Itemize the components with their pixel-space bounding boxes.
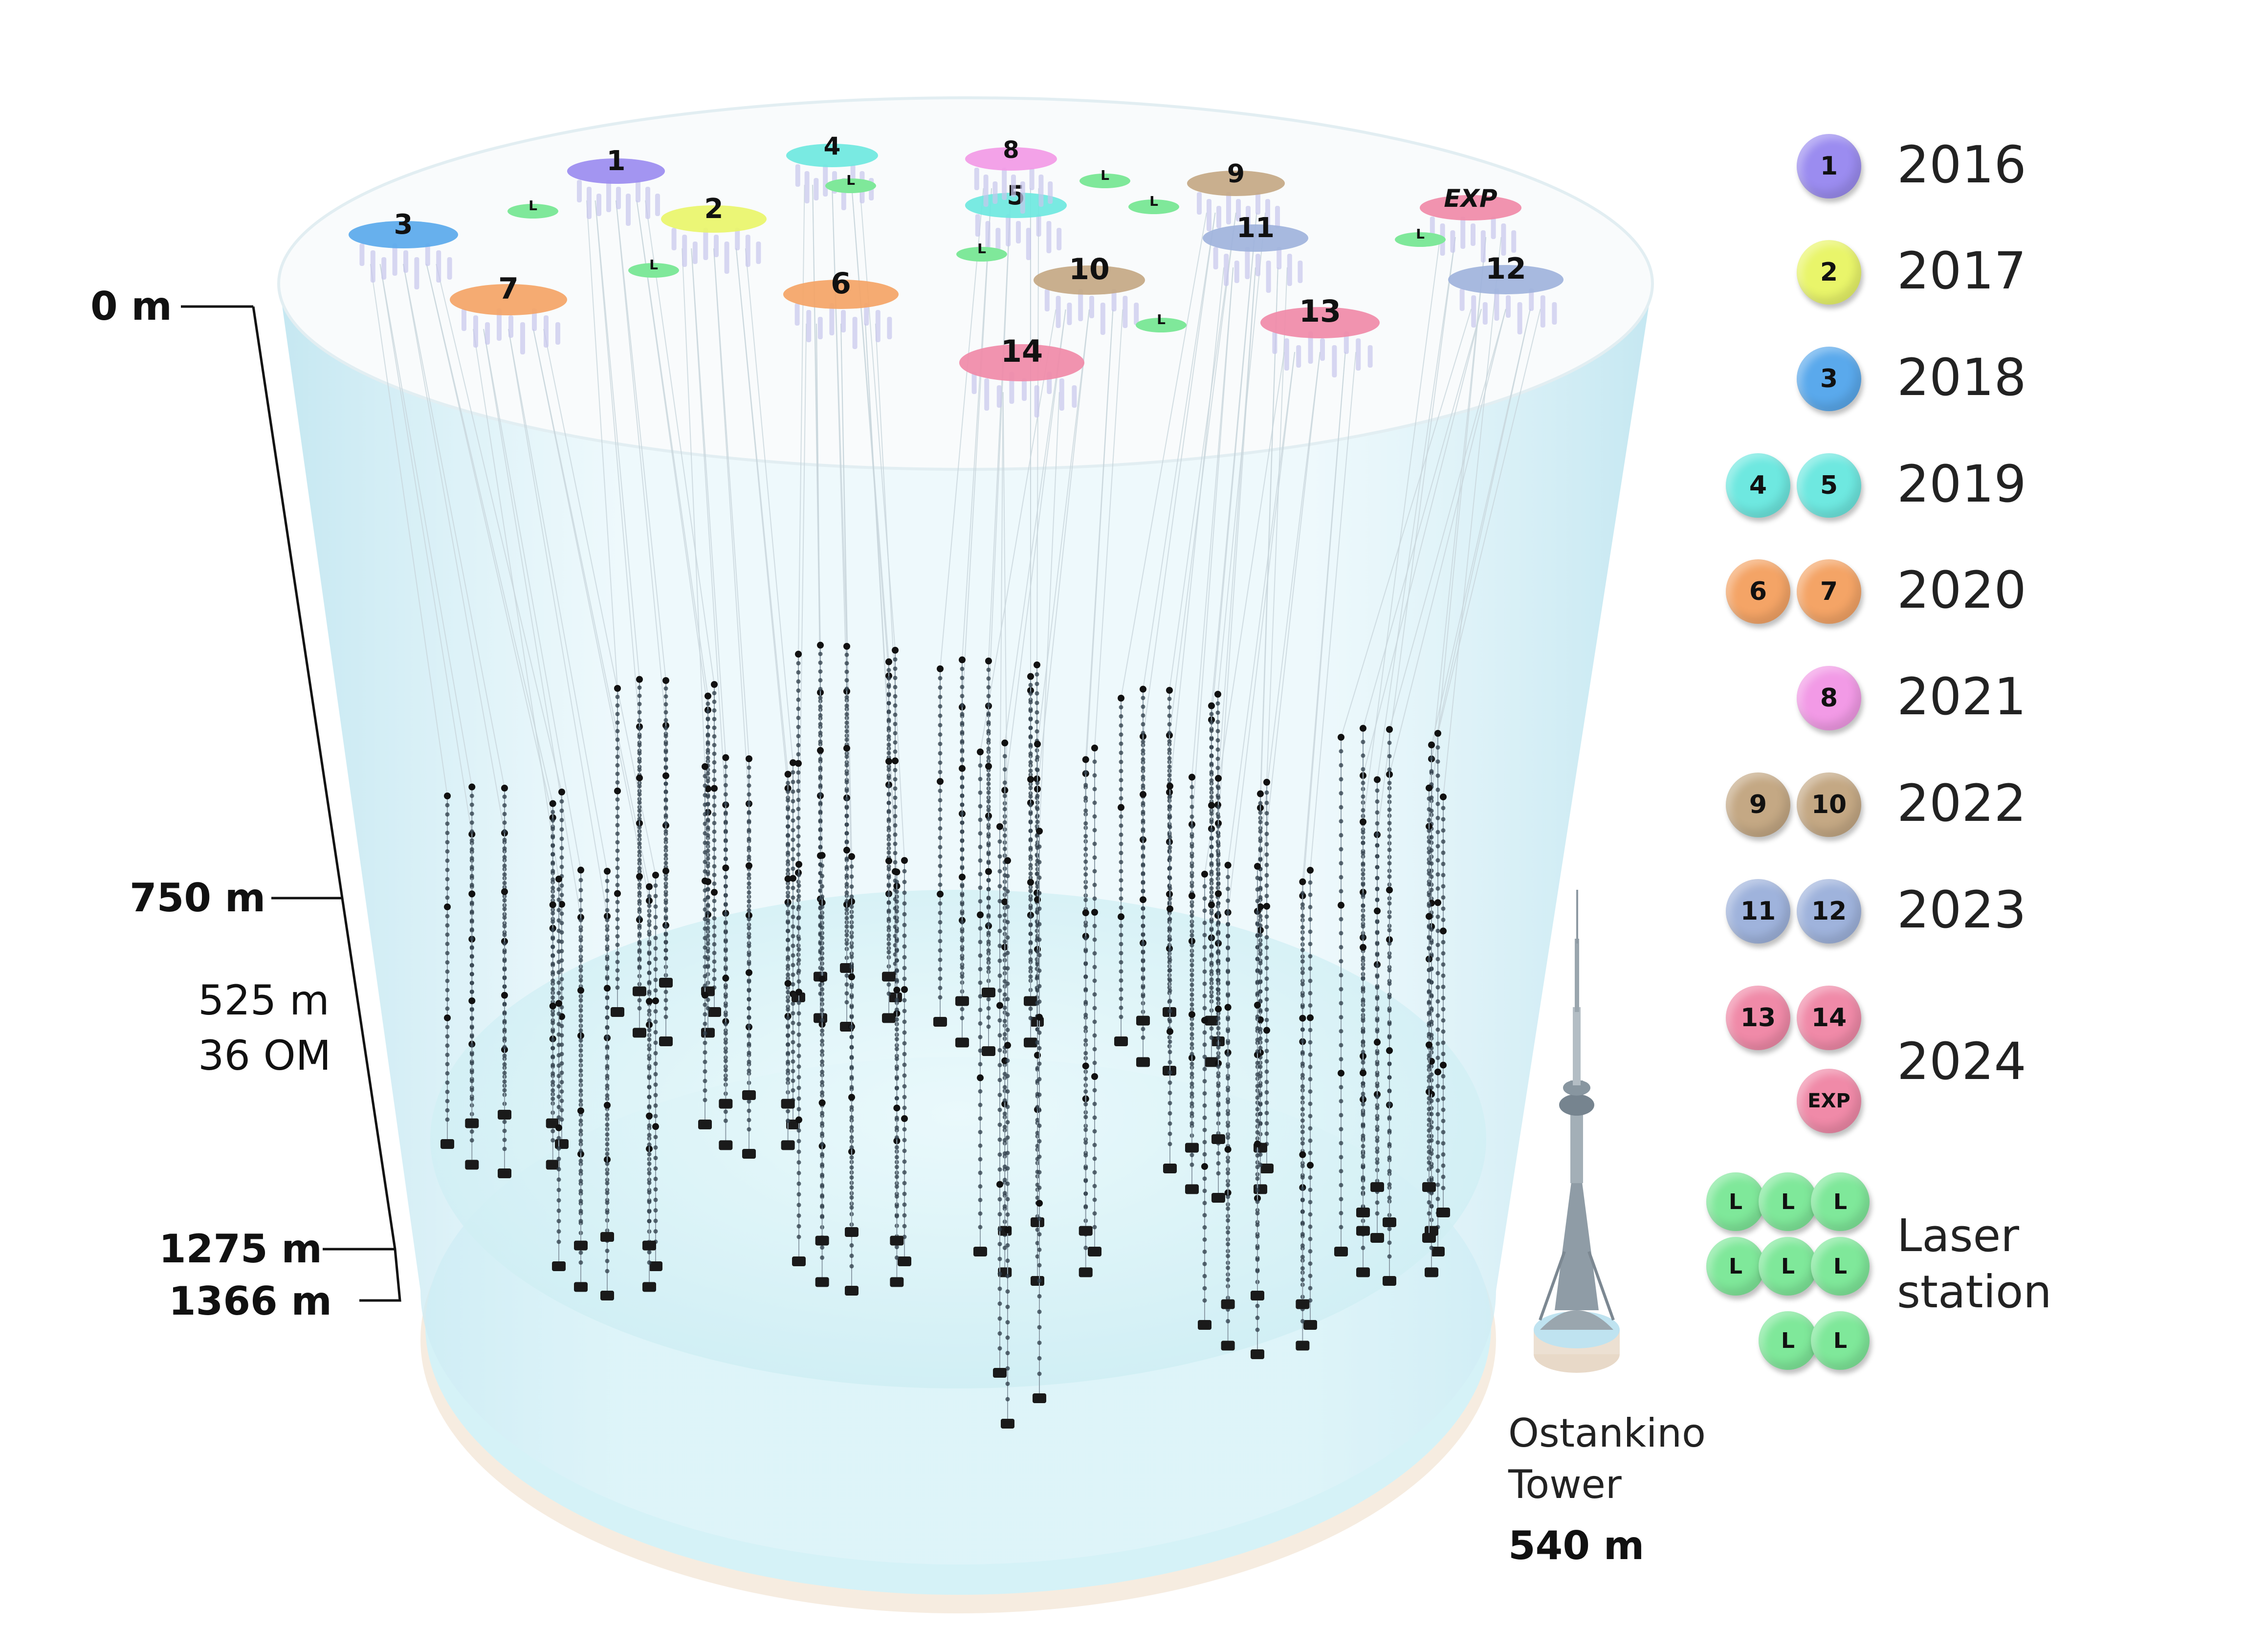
legend-badge-11: 11 xyxy=(1726,879,1790,944)
legend-laser-badge: L xyxy=(1759,1311,1817,1370)
laser-station-marker: L xyxy=(956,241,1007,262)
surface-cluster-label: 11 xyxy=(1236,212,1275,244)
surface-cluster-label: 8 xyxy=(1003,136,1019,164)
legend-badge-8: 8 xyxy=(1797,666,1861,730)
tower-name-line1: Ostankino xyxy=(1508,1410,1706,1456)
tower-height-label: 540 m xyxy=(1508,1523,1645,1568)
legend-badge-5: 5 xyxy=(1797,453,1861,518)
surface-cluster-label: 6 xyxy=(831,266,851,301)
legend-badge-12: 12 xyxy=(1797,879,1861,944)
surface-cluster-label: 3 xyxy=(394,209,413,241)
legend-badge-9: 9 xyxy=(1726,772,1790,837)
water-volume xyxy=(277,96,1654,1613)
laser-station-marker: L xyxy=(1136,311,1187,332)
legend-year-2019: 2019 xyxy=(1897,454,2026,514)
legend-badge-exp: EXP xyxy=(1797,1069,1861,1133)
surface-cluster-9: 9 xyxy=(1187,159,1285,238)
legend-badge-4: 4 xyxy=(1726,453,1790,518)
legend-badge-10: 10 xyxy=(1797,772,1861,837)
surface-cluster-label: EXP xyxy=(1444,184,1497,213)
string-tethers xyxy=(370,184,1541,918)
legend-badge-2: 2 xyxy=(1797,240,1861,305)
legend-year-2024: 2024 xyxy=(1897,1032,2026,1091)
surface-cluster-11: 11 xyxy=(1203,212,1308,293)
depth-750m-label: 750 m xyxy=(130,875,266,921)
depth-1275m-label: 1275 m xyxy=(159,1226,322,1272)
laser-station-label: L xyxy=(1101,167,1109,183)
surface-cluster-4: 4 xyxy=(786,132,878,210)
surface-cluster-3: 3 xyxy=(349,209,458,289)
surface-cluster-1: 1 xyxy=(567,145,665,226)
surface-cluster-label: 4 xyxy=(824,132,841,160)
legend-laser-label-line1: Laser xyxy=(1897,1210,2019,1262)
legend-laser-badge: L xyxy=(1811,1311,1870,1370)
legend-laser-badge: L xyxy=(1759,1172,1817,1231)
surface-cluster-7: 7 xyxy=(450,272,567,354)
surface-cluster-label: 1 xyxy=(607,145,626,177)
depth-0m-label: 0 m xyxy=(90,284,172,329)
tower-name-line2: Tower xyxy=(1508,1462,1622,1507)
laser-station-marker: L xyxy=(507,198,558,219)
surface-cluster-8: 8 xyxy=(965,136,1057,214)
legend-badge-3: 3 xyxy=(1797,347,1861,411)
legend-year-2023: 2023 xyxy=(1897,880,2026,940)
surface-cluster-2: 2 xyxy=(661,193,767,274)
surface-cluster-exp: EXP xyxy=(1420,184,1521,263)
surface-cluster-6: 6 xyxy=(783,266,899,349)
legend-laser-badge: L xyxy=(1811,1237,1870,1296)
legend-year-2016: 2016 xyxy=(1897,135,2026,195)
legend-laser-badge: L xyxy=(1706,1237,1765,1296)
legend-badge-13: 13 xyxy=(1726,986,1790,1050)
legend-year-2022: 2022 xyxy=(1897,773,2026,833)
laser-station-marker: L xyxy=(1079,167,1130,188)
surface-cluster-label: 13 xyxy=(1299,293,1341,329)
legend-laser-badge: L xyxy=(1706,1172,1765,1231)
legend-laser-badge: L xyxy=(1811,1172,1870,1231)
legend-year-2017: 2017 xyxy=(1897,241,2026,301)
laser-station-label: L xyxy=(1149,193,1158,209)
surface-cluster-14: 14 xyxy=(959,333,1084,418)
detector-strings xyxy=(440,641,1450,1429)
depth-scale-lines xyxy=(181,305,401,1302)
surface-cluster-10: 10 xyxy=(1034,252,1145,335)
laser-station-label: L xyxy=(1157,311,1166,328)
legend-year-2018: 2018 xyxy=(1897,348,2026,407)
surface-cluster-label: 7 xyxy=(498,272,519,306)
laser-station-label: L xyxy=(846,172,855,188)
section-length-label: 525 m xyxy=(198,976,330,1024)
laser-station-label: L xyxy=(977,241,986,257)
surface-cluster-label: 10 xyxy=(1069,252,1110,286)
legend-badge-1: 1 xyxy=(1797,134,1861,198)
surface-cluster-label: 2 xyxy=(705,193,724,225)
surface-cluster-5: 5 xyxy=(965,180,1067,260)
surface-cluster-label: 9 xyxy=(1227,159,1245,189)
surface-cluster-label: 14 xyxy=(1001,333,1043,369)
surface-cluster-13: 13 xyxy=(1260,293,1380,377)
laser-station-label: L xyxy=(1416,226,1425,242)
surface-cluster-label: 12 xyxy=(1485,252,1526,286)
legend-year-2020: 2020 xyxy=(1897,560,2026,620)
legend-year-2021: 2021 xyxy=(1897,667,2026,726)
laser-station-label: L xyxy=(528,198,537,214)
legend-laser-label-line2: station xyxy=(1897,1266,2052,1318)
legend-badge-7: 7 xyxy=(1797,559,1861,624)
section-om-label: 36 OM xyxy=(198,1032,331,1079)
laser-station-markers: L L L L L L L L xyxy=(507,167,1446,332)
laser-station-marker: L xyxy=(1395,226,1446,247)
surface-cluster-12: 12 xyxy=(1448,252,1563,334)
legend-badge-6: 6 xyxy=(1726,559,1790,624)
laser-station-label: L xyxy=(649,257,658,273)
laser-station-marker: L xyxy=(1128,193,1179,214)
ostankino-tower-icon xyxy=(1534,890,1620,1373)
depth-1366m-label: 1366 m xyxy=(169,1278,332,1324)
laser-station-marker: L xyxy=(825,172,876,193)
legend-badge-14: 14 xyxy=(1797,986,1861,1050)
legend-laser-badge: L xyxy=(1759,1237,1817,1296)
laser-station-marker: L xyxy=(628,257,679,278)
